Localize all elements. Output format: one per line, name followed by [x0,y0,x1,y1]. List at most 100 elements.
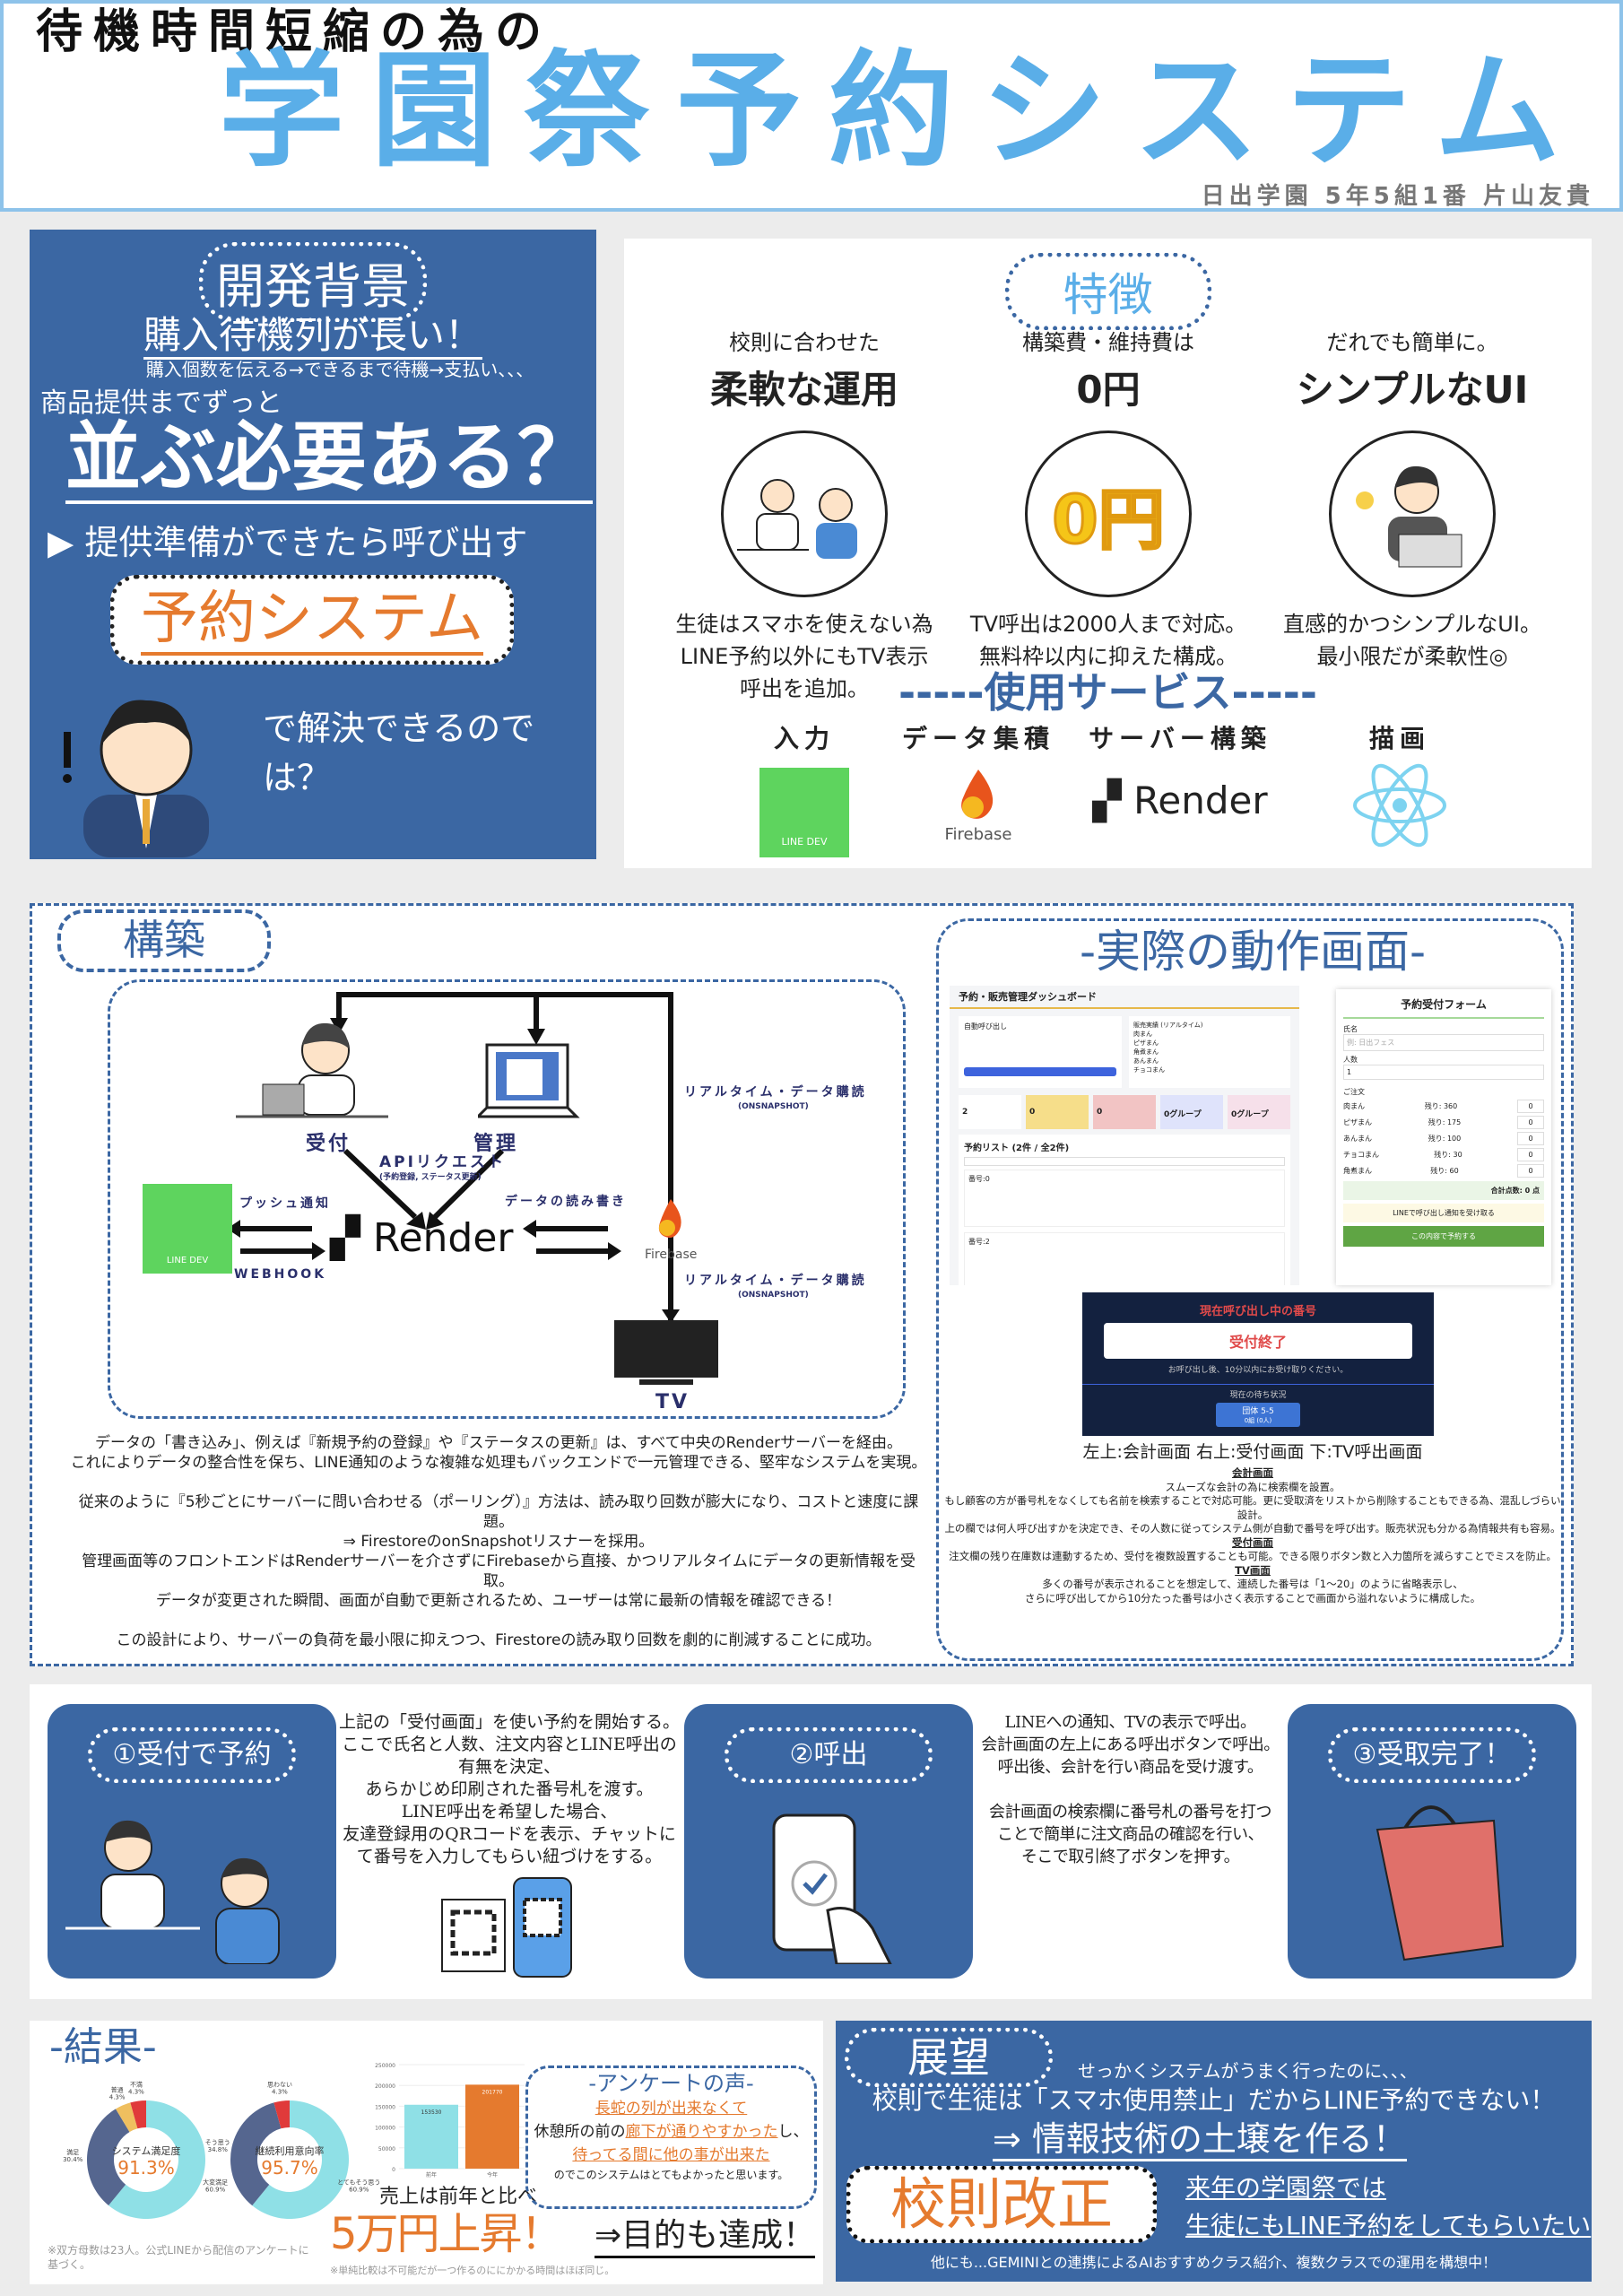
donut-slice [252,2100,349,2219]
feature-small: 構築費・維持費は [1022,330,1194,355]
outlook-goal: ⇒ 情報技術の土壌を作る！ [993,2119,1407,2161]
outlook-lead: せっかくシステムがうまく行ったのに、、、 [1078,2060,1418,2082]
webhook-label: WEBHOOK [234,1267,327,1282]
features-panel: 特徴 校則に合わせた 柔軟な運用 生徒はスマホを使えない為 LINE予約以外にも… [624,239,1592,868]
voice-line: し、 [777,2123,809,2141]
search-input[interactable] [964,1157,1285,1166]
y-tick-label: 250000 [375,2063,395,2069]
slice-value: 34.8% [208,2146,229,2153]
slice-value: 4.3% [109,2094,126,2101]
steps-section: ①受付で予約 上記の「受付画面」を使い予約を開始する。 ここで氏名と人数、注文内… [30,1684,1592,1999]
idea-text: 提供準備ができたら呼び出す [84,523,528,562]
push-label: プッシュ通知 [239,1196,331,1211]
service-label: 描画 [1368,724,1430,753]
voice-line: 待ってる間に他の事が出来た [572,2146,770,2164]
item-name: あんまん [1343,1135,1372,1143]
x-tick-label: 前年 [426,2171,437,2179]
donut-center-value: 95.7% [261,2157,318,2179]
count-input[interactable]: 1 [1343,1065,1544,1080]
item-qty-input[interactable]: 0 [1516,1116,1544,1129]
item-name: ピザまん [1343,1118,1372,1126]
name-label: 氏名 [1343,1025,1358,1033]
stat-card: 0グループ [1228,1095,1290,1129]
feature-small: だれでも簡単に。 [1326,330,1498,355]
architecture-arrows [227,992,680,1359]
render-logo-icon: ▞ [330,1215,360,1261]
slice-label: そう思う [205,2139,230,2146]
item-stock: 残り: 360 [1424,1102,1458,1110]
survey-note: ※双方母数は23人。公式LINEから配信のアンケートに基づく。 [48,2244,309,2271]
realtime-label-bottom: リアルタイム・データ購読 [684,1274,867,1288]
line-dev-logo: LINE DEV [143,1184,232,1274]
laptop-man-illustration-icon [1329,430,1496,597]
tv-group: 団体 5-5 [1242,1407,1274,1416]
author: 日出学園 5年5組1番 片山友貴 [1201,183,1594,210]
flow-text: 購入個数を伝える→できるまで待機→支払い、、、 [145,359,534,380]
react-icon [1353,763,1446,848]
stat-card: 0グループ [1160,1095,1223,1129]
order-label: ご注文 [1343,1088,1365,1096]
step-3-label: ③受取完了！ [1328,1727,1536,1783]
donut-slice [108,2100,206,2219]
outlook-problem: 校則で生徒は「スマホ使用禁止」だからLINE予約できない！ [872,2085,1556,2115]
item-stock: 残り: 30 [1434,1151,1462,1159]
feature-desc: TV呼出は2000人まで対応。 無料枠以内に抑えた構成。 [969,612,1247,669]
donut-slice [130,2100,146,2129]
service-render: サーバー構築 ▞ Render [1072,719,1288,822]
screens-panel: -実際の動作画面- 予約・販売管理ダッシュボード 自動呼び出し 販売実績 (リア… [936,918,1564,1661]
slice-label: とてもそう思う [337,2179,380,2187]
name-input[interactable]: 例: 日出フェス [1343,1034,1544,1051]
voice-line: 廊下が通りやすかった [625,2123,778,2141]
step-2-card: ②呼出 [684,1704,973,1979]
features-heading: 特徴 [1004,253,1211,330]
step-1-card: ①受付で予約 [48,1704,336,1979]
feature-desc: 生徒はスマホを使えない為 LINE予約以外にもTV表示 呼出を追加。 [675,612,933,701]
service-label: 入力 [773,724,835,753]
api-label: APIリクエスト [379,1153,506,1171]
zero-yen-badge: 0円 [1025,430,1192,597]
firebase-flame-icon [658,1199,681,1238]
call-button[interactable] [964,1067,1116,1076]
item-qty-input[interactable]: 0 [1516,1164,1544,1178]
sales-item: 肉まん [1133,1031,1152,1038]
item-qty-input[interactable]: 0 [1516,1100,1544,1113]
sales-item: ピザまん [1133,1039,1159,1047]
slice-value: 60.9% [205,2187,226,2194]
tv-status: 受付終了 [1104,1323,1412,1359]
desc-heading: TV画面 [1235,1563,1271,1577]
sales-lead: 売上は前年と比べ [379,2186,538,2208]
reservation-entry: 番号:0 [964,1170,1285,1227]
problem-text: 購入待機列が長い！ [143,313,482,360]
feature-zero-cost: 構築費・維持費は 0円 0円 TV呼出は2000人まで対応。 無料枠以内に抑えた… [960,325,1256,673]
line-dev-logo: LINE DEV [759,768,849,857]
results-charts: 大変満足60.9%満足30.4%普通4.3%不満4.3%システム満足度91.3%… [63,2063,525,2219]
conclusion-text: で解決できるのでは？ [263,709,535,797]
phone-check-icon [772,1813,892,1964]
question-text: 並ぶ必要ある？ [65,414,594,504]
service-label: データ集積 [902,724,1055,753]
donut-center-value: 91.3% [117,2157,175,2179]
tv-icon [614,1320,718,1385]
submit-button[interactable]: この内容で予約する [1343,1226,1544,1247]
outlook-wish-1: 来年の学園祭では [1185,2173,1387,2203]
y-tick-label: 100000 [375,2126,395,2132]
tv-heading: 現在呼び出し中の番号 [1199,1305,1316,1318]
realtime-label-top: リアルタイム・データ購読 [684,1085,867,1100]
system-text: 予約システム [140,586,484,656]
reception-scene-icon [65,1820,280,1964]
desc-heading: 会計画面 [1232,1466,1273,1479]
item-qty-input[interactable]: 0 [1516,1132,1544,1145]
service-label: サーバー構築 [1089,724,1271,753]
tv-group-sub: 0組 (0人) [1244,1417,1272,1424]
line-notify-checkbox[interactable]: LINEで呼び出し通知を受け取る [1343,1204,1544,1222]
firebase-node: Firebase [645,1248,698,1262]
item-qty-input[interactable]: 0 [1516,1148,1544,1161]
play-icon: ▶ [48,523,74,562]
item-name: チョコまん [1343,1151,1379,1159]
slice-label: 普通 [111,2086,124,2094]
sales-bar [465,2084,519,2169]
desc-text: 注文欄の残り在庫数は連動するため、受付を複数設置することも可能。できる限りボタン… [949,1550,1557,1562]
